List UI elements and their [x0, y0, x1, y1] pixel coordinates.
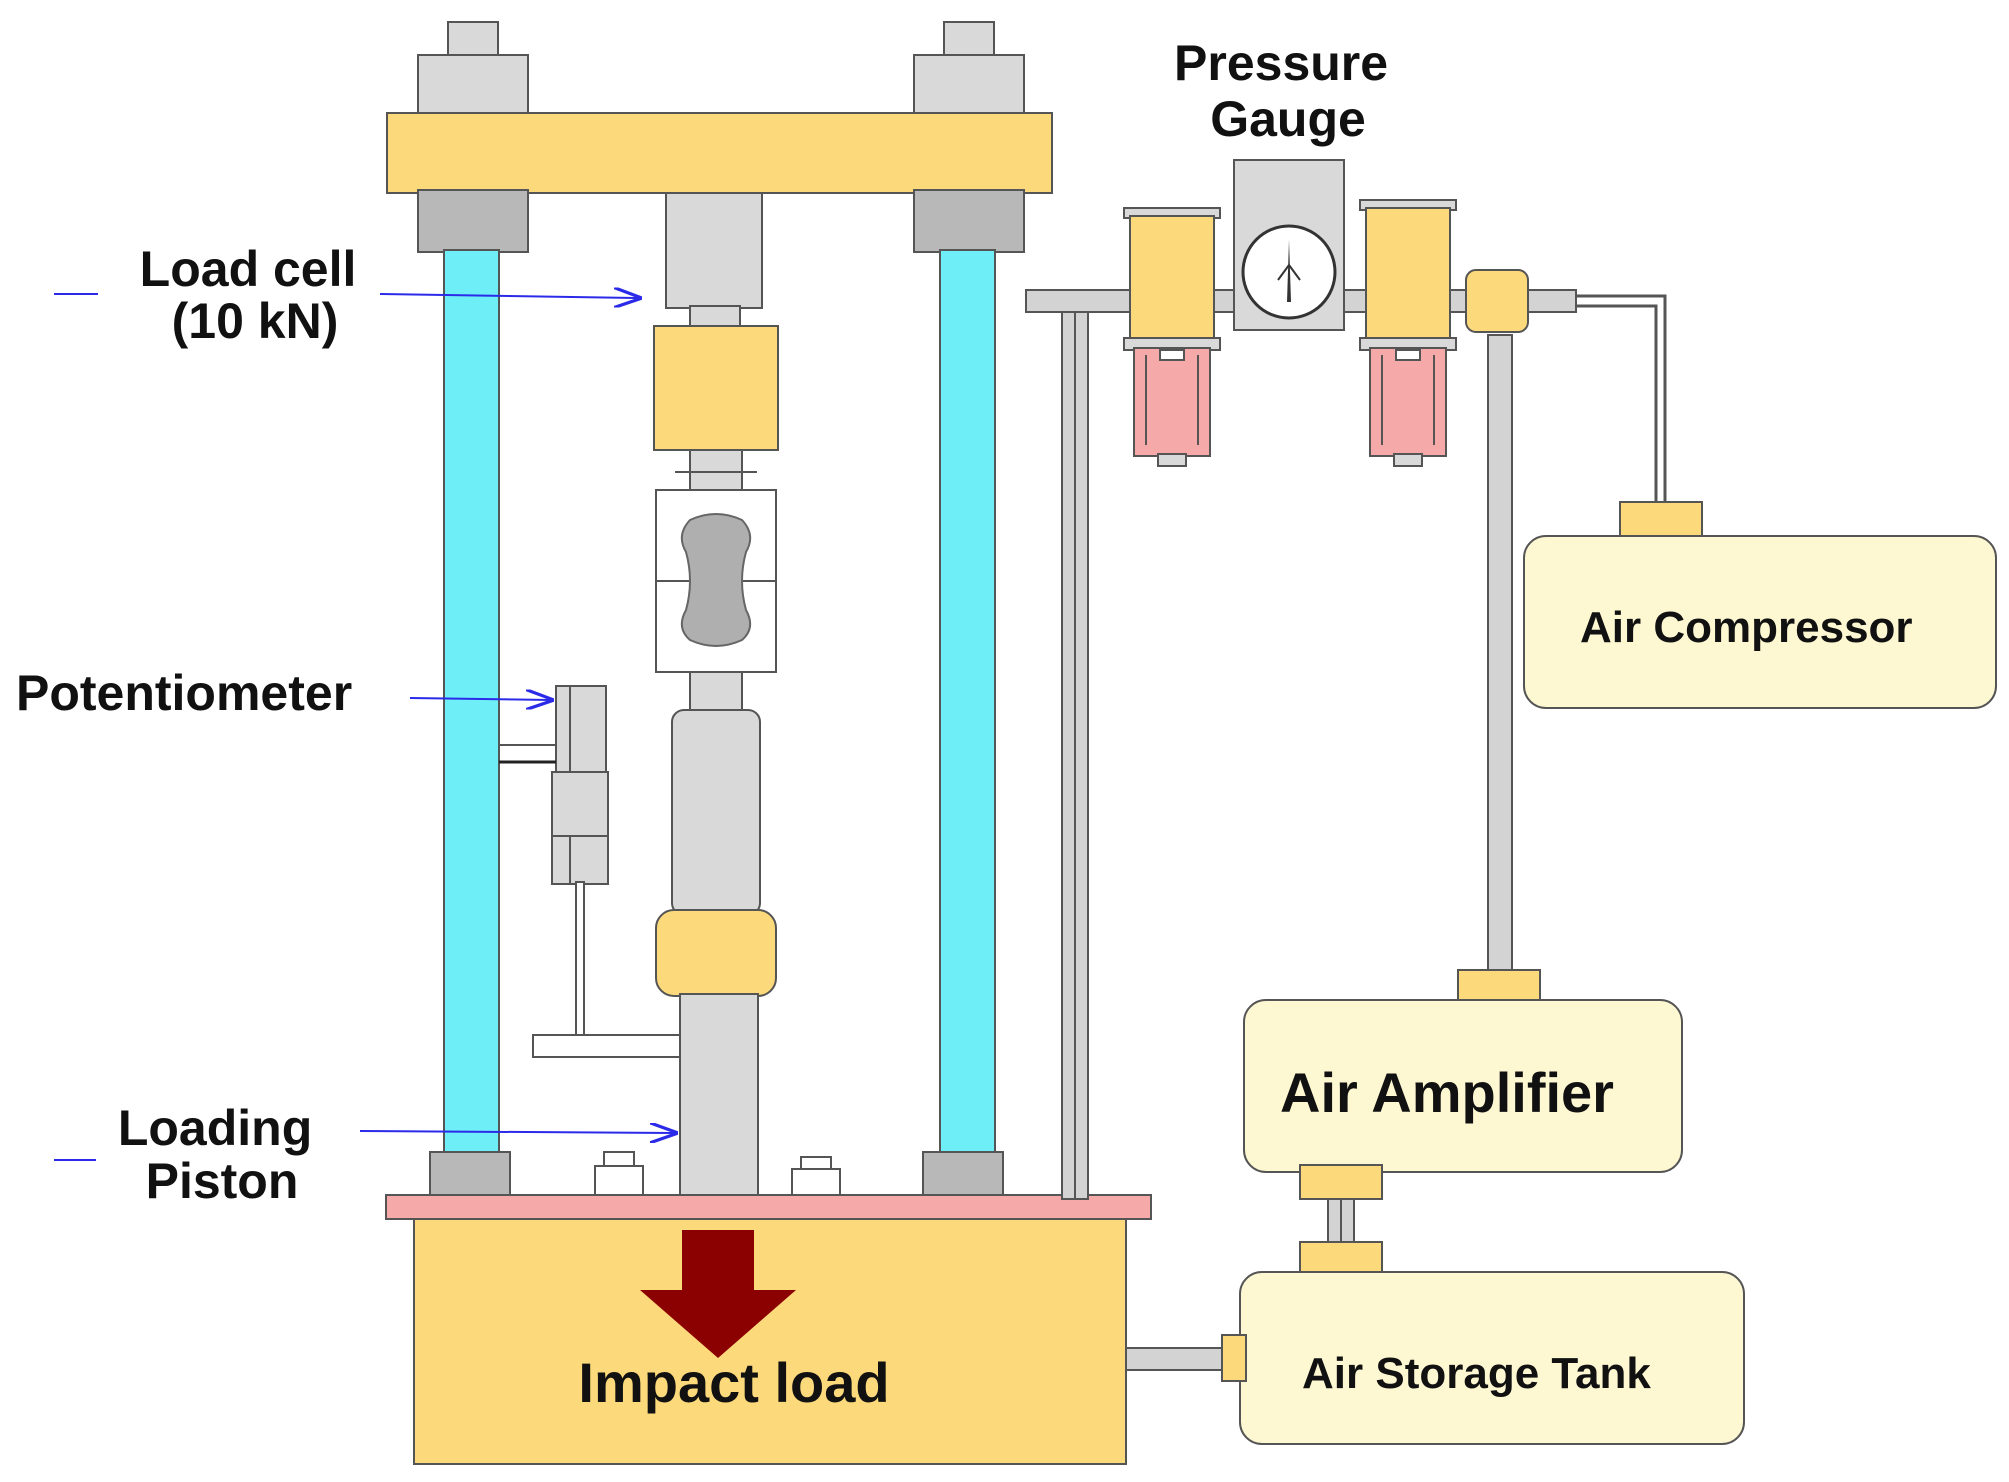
column-right — [939, 249, 996, 1156]
base-bolt-1-nut — [594, 1165, 644, 1199]
air-amplifier-outlet — [1299, 1164, 1383, 1200]
load-cell-pointer — [379, 294, 640, 298]
base-collar-left — [429, 1151, 511, 1199]
pneumatic-system: Air Compressor Air Amplifier Air Storage… — [1025, 159, 1997, 1445]
potentiometer-assembly — [499, 685, 681, 1058]
base-assembly: Impact load — [385, 1151, 1152, 1465]
load-train — [653, 192, 779, 1199]
potentiometer-body — [555, 685, 607, 777]
top-bolt-left — [447, 21, 499, 59]
load-cell-label: Load cell (10 kN) — [140, 241, 371, 349]
filter-left-body — [1129, 215, 1215, 343]
air-storage-tank-side-port — [1221, 1334, 1247, 1382]
air-compressor-port — [1619, 501, 1703, 541]
potentiometer-arm — [532, 1034, 681, 1058]
annotations: Pressure Gauge Load cell (10 kN) Potenti… — [16, 35, 1402, 1209]
lower-pin — [689, 671, 743, 713]
piston-coupling — [655, 909, 777, 997]
column-left — [443, 249, 500, 1156]
pressure-gauge-needle — [1287, 240, 1291, 302]
air-amplifier-label: Air Amplifier — [1280, 1061, 1614, 1124]
upper-adapter — [653, 325, 779, 451]
top-nut-right — [913, 54, 1025, 118]
amplifier-supply-pipe — [1487, 334, 1513, 976]
collar-left — [417, 189, 529, 253]
potentiometer-pointer — [409, 698, 552, 700]
air-storage-tank-label: Air Storage Tank — [1302, 1349, 1651, 1398]
potentiometer-label: Potentiometer — [16, 665, 352, 721]
crosshead — [386, 112, 1053, 194]
specimen — [680, 513, 752, 647]
load-frame — [386, 21, 1053, 1199]
base-bolt-2-nut — [791, 1168, 841, 1199]
impact-load-arrow — [640, 1230, 796, 1358]
air-amplifier-port — [1457, 969, 1541, 1005]
loading-piston — [679, 993, 759, 1199]
top-bolt-right — [943, 21, 995, 59]
air-amplifier — [1243, 999, 1683, 1173]
potentiometer-probe — [575, 881, 585, 1043]
piston-rod-upper — [671, 709, 761, 916]
air-compressor — [1523, 535, 1997, 709]
top-nut-left — [417, 54, 529, 118]
air-storage-tank-port — [1299, 1241, 1383, 1277]
base-collar-right — [922, 1151, 1004, 1199]
loading-piston-label: Loading Piston — [118, 1100, 326, 1209]
pressure-gauge-label: Pressure Gauge — [1174, 35, 1402, 147]
base-plate — [385, 1194, 1152, 1220]
actuator-housing — [413, 1218, 1127, 1465]
filter-right-body — [1365, 207, 1451, 343]
manifold-fitting — [1465, 269, 1529, 333]
air-compressor-label: Air Compressor — [1580, 603, 1913, 652]
potentiometer-lower-body — [551, 771, 609, 885]
load-cell — [665, 192, 763, 309]
load-cell-neck — [689, 305, 741, 329]
loading-piston-pointer — [359, 1131, 676, 1133]
impact-load-label: Impact load — [578, 1351, 889, 1414]
tank-housing-pipe — [1125, 1347, 1227, 1371]
collar-right — [913, 189, 1025, 253]
